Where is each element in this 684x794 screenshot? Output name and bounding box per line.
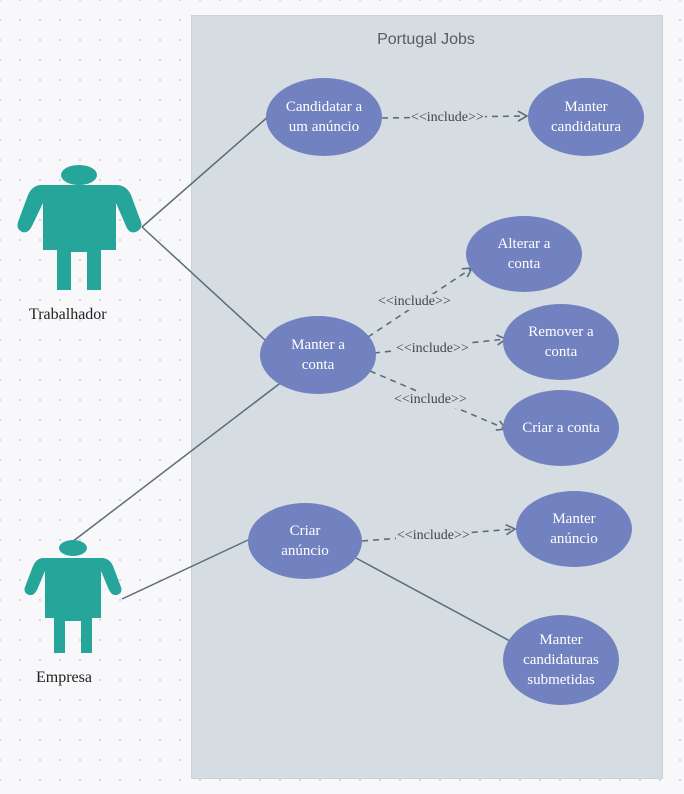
usecase-criar-anuncio[interactable]: Criar anúncio (248, 503, 362, 579)
include-label-remover-conta: <<include>> (395, 341, 470, 357)
usecase-criar-conta[interactable]: Criar a conta (503, 390, 619, 466)
include-label-manter-anuncio: <<include>> (396, 528, 471, 544)
usecase-candidatar-anuncio[interactable]: Candidatar a um anúncio (266, 78, 382, 156)
include-label-criar-conta: <<include>> (393, 392, 468, 408)
association-trabalhador-candidatar (141, 114, 271, 228)
actor-empresa-label: Empresa (36, 669, 92, 686)
association-empresa-criar-anuncio (121, 539, 249, 600)
usecase-manter-anuncio[interactable]: Manter anúncio (516, 491, 632, 567)
include-label-candidatura: <<include>> (410, 110, 485, 126)
system-title: Portugal Jobs (377, 31, 475, 48)
usecase-remover-conta[interactable]: Remover a conta (503, 304, 619, 380)
usecase-manter-conta[interactable]: Manter a conta (260, 316, 376, 394)
include-label-alterar-conta: <<include>> (377, 294, 452, 310)
include-arrow-candidatar (381, 110, 529, 122)
actor-trabalhador-label: Trabalhador (29, 306, 107, 323)
include-arrow-criar-conta (369, 370, 508, 431)
include-arrow-criar-anuncio (361, 523, 517, 542)
include-arrow-alterar-conta (367, 267, 474, 338)
actor-trabalhador-icon[interactable] (17, 165, 142, 290)
usecase-manter-candidaturas-submetidas[interactable]: Manter candidaturas submetidas (503, 615, 619, 705)
association-criar-anuncio-manter-candidaturas (355, 557, 511, 642)
usecase-alterar-conta[interactable]: Alterar a conta (466, 216, 582, 292)
association-empresa-manter-conta (71, 380, 284, 543)
actor-empresa-icon[interactable] (24, 540, 122, 653)
usecase-manter-candidatura[interactable]: Manter candidatura (528, 78, 644, 156)
association-trabalhador-manter-conta (141, 226, 266, 341)
